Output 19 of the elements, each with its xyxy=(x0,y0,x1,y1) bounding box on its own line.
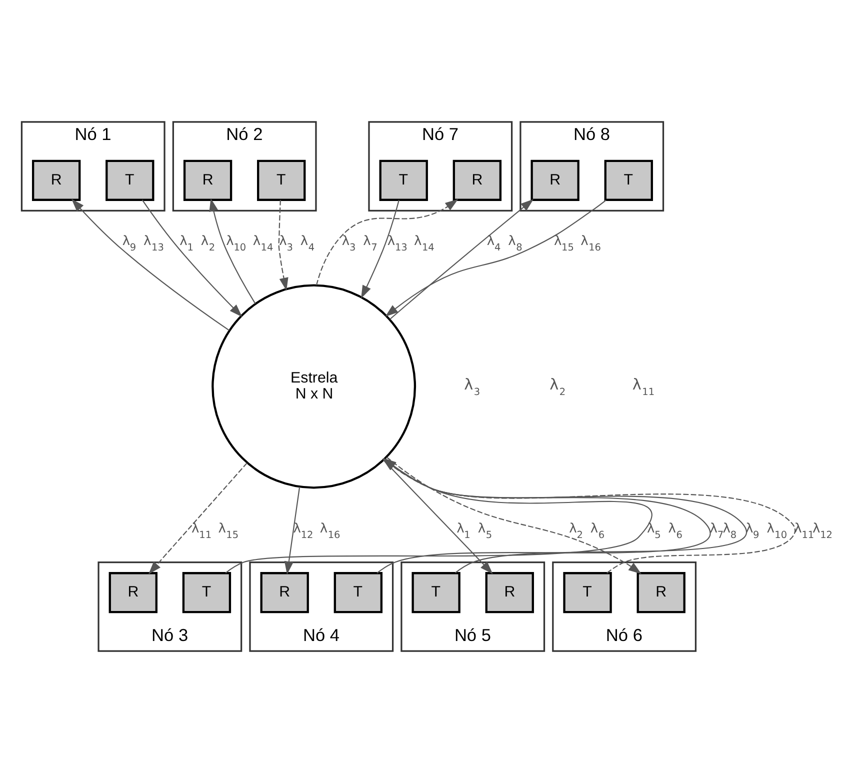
label: λ$_{2}$ xyxy=(550,374,566,398)
edge-label: λ$_{1}$ λ$_{2}$ xyxy=(180,233,216,253)
edge-label: λ$_{15}$ λ$_{16}$ xyxy=(554,233,601,253)
edge-label: λ$_{13}$ λ$_{14}$ xyxy=(387,233,434,253)
edge-label: λ$_{5}$ λ$_{6}$ xyxy=(647,521,682,541)
edge-label: λ$_{10}$ λ$_{14}$ xyxy=(226,233,274,253)
label: λ$_{11}$ xyxy=(632,374,655,398)
edge-label: λ$_{11}$λ$_{12}$ xyxy=(794,521,833,541)
edge-label: λ$_{3}$ λ$_{4}$ xyxy=(279,233,315,253)
edge-label: λ$_{1}$ λ$_{5}$ xyxy=(456,521,492,541)
edge-label: λ$_{7}$λ$_{8}$ xyxy=(710,521,737,541)
edge-label: λ$_{9}$ λ$_{10}$ xyxy=(745,521,788,541)
edge-label: λ$_{4}$ λ$_{8}$ xyxy=(486,233,522,253)
label: λ$_{3}$ xyxy=(464,374,480,398)
edge-label: λ$_{9}$ λ$_{13}$ xyxy=(122,233,164,253)
edge-label: λ$_{3}$ λ$_{7}$ xyxy=(342,233,378,253)
edge-label: λ$_{11}$ λ$_{15}$ xyxy=(192,521,239,541)
edge-label: λ$_{2}$ λ$_{6}$ xyxy=(569,521,605,541)
edge-label: λ$_{12}$ λ$_{16}$ xyxy=(293,521,340,541)
